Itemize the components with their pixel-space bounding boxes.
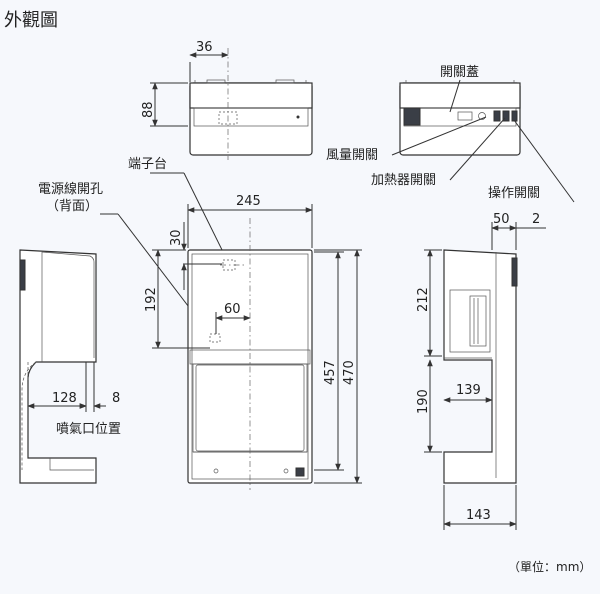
dim-2: 2 [532,212,540,227]
unit-note: （單位：mm） [508,559,591,574]
dim-457: 457 [323,360,338,385]
dim-212: 212 [416,287,431,312]
dim-8: 8 [112,391,120,406]
label-cable-hole: 電源線開孔 [38,181,103,197]
dim-88: 88 [141,101,156,118]
dim-470: 470 [342,360,357,385]
top-side-view [399,80,521,156]
dim-36: 36 [196,40,213,55]
page-title: 外觀圖 [4,10,58,31]
front-view [187,218,313,490]
label-outlet-position: 噴氣口位置 [56,422,121,437]
right-side-view [443,249,518,484]
label-terminal: 端子台 [128,157,167,172]
dim-245: 245 [236,194,261,209]
dim-139: 139 [456,383,481,398]
label-cover: 開關蓋 [440,65,479,80]
dim-128: 128 [52,391,77,406]
dim-60: 60 [224,302,241,317]
label-operate-switch: 操作開關 [488,185,540,201]
dim-192: 192 [144,287,159,312]
label-wind-switch: 風量開關 [326,148,378,163]
label-heater-switch: 加熱器開關 [371,173,436,188]
dim-143: 143 [466,508,491,523]
dim-190: 190 [416,389,431,414]
dim-50: 50 [493,212,510,227]
top-view [189,48,313,160]
dim-30: 30 [169,229,184,246]
label-cable-hole-sub: （背面） [46,199,98,214]
left-side-view [19,249,97,484]
